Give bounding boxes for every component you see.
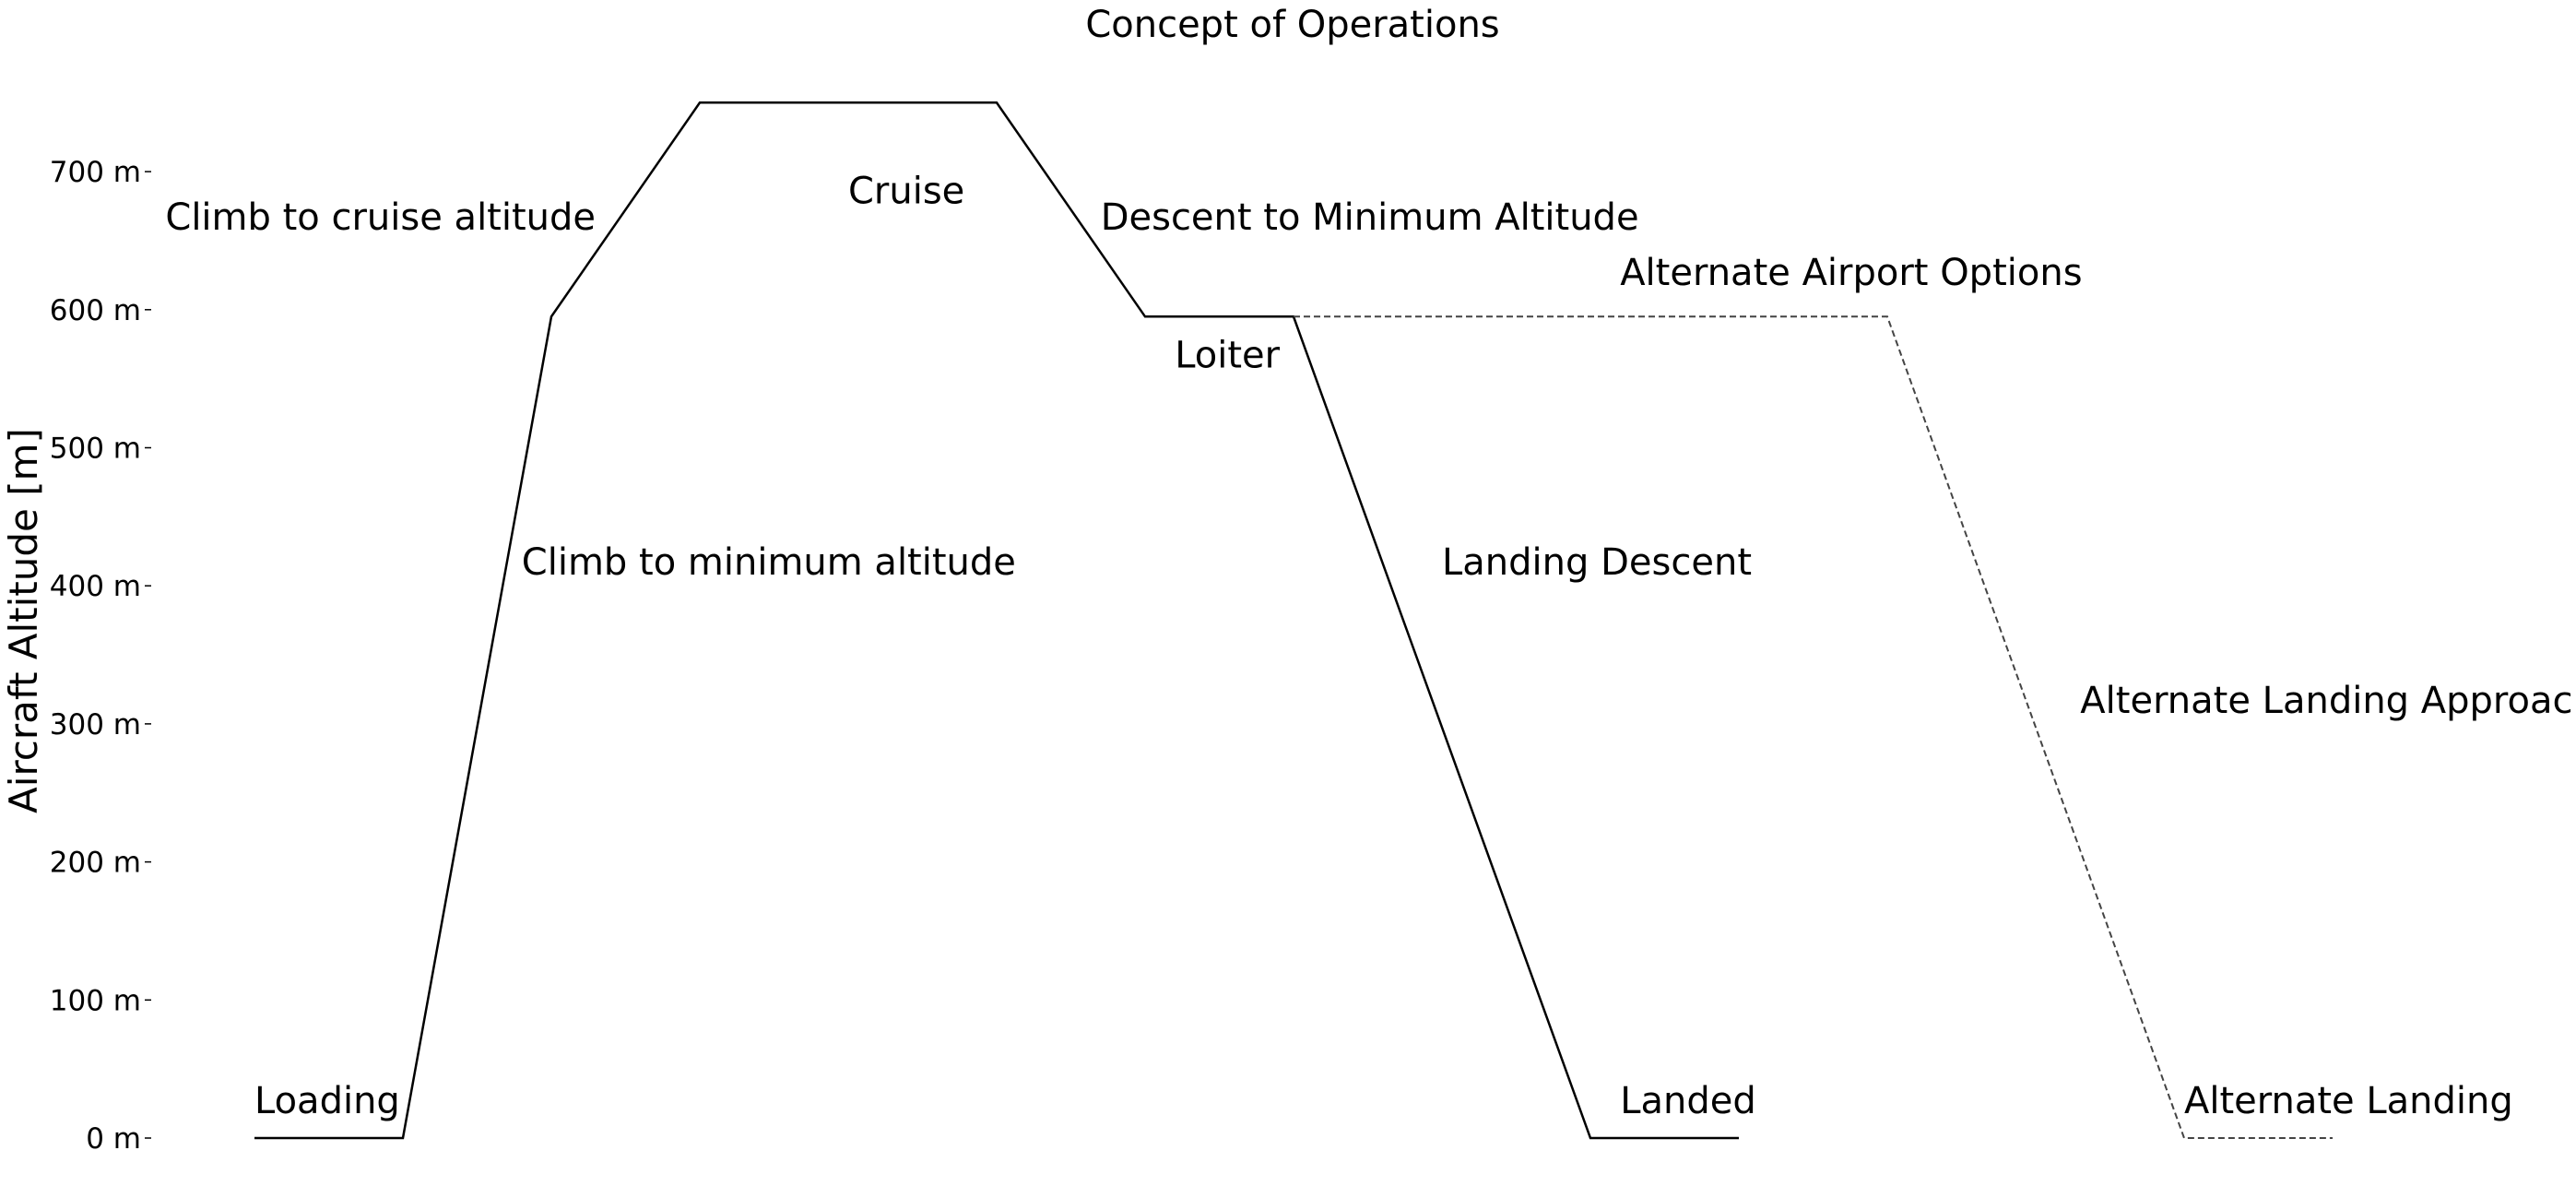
phase-label: Climb to cruise altitude [165,196,596,239]
phase-label: Landing Descent [1442,541,1752,584]
y-axis-ticks: 0 m 100 m 200 m 300 m 400 m 500 m 600 m 700 m [50,156,151,1156]
y-tick-label: 700 m [50,156,141,189]
phase-label: Climb to minimum altitude [522,541,1016,584]
phase-label: Landed [1620,1080,1756,1122]
phase-label: Descent to Minimum Altitude [1101,196,1639,239]
altitude-profile-lines [254,101,2333,1140]
phase-label: Alternate Landing [2184,1080,2513,1122]
alternate-route-line [1294,315,2333,1139]
phase-label: Alternate Airport Options [1620,252,2082,294]
y-tick-label: 100 m [50,984,141,1017]
phase-label: Cruise [848,171,964,213]
primary-mission-line [254,101,1739,1140]
phase-label: Alternate Landing Approach [2080,680,2576,722]
y-tick-label: 600 m [50,294,141,327]
y-axis-label: Aircraft Altitude [m] [1,428,46,813]
y-tick-label: 400 m [50,570,141,603]
y-tick-label: 0 m [86,1122,141,1156]
y-tick-label: 300 m [50,708,141,741]
chart-title: Concept of Operations [1085,4,1499,46]
phase-label: Loading [254,1080,400,1122]
phase-label: Loiter [1175,335,1280,377]
y-tick-label: 200 m [50,847,141,880]
y-tick-label: 500 m [50,433,141,466]
phase-labels: Loading Climb to minimum altitude Climb to… [165,171,2576,1123]
